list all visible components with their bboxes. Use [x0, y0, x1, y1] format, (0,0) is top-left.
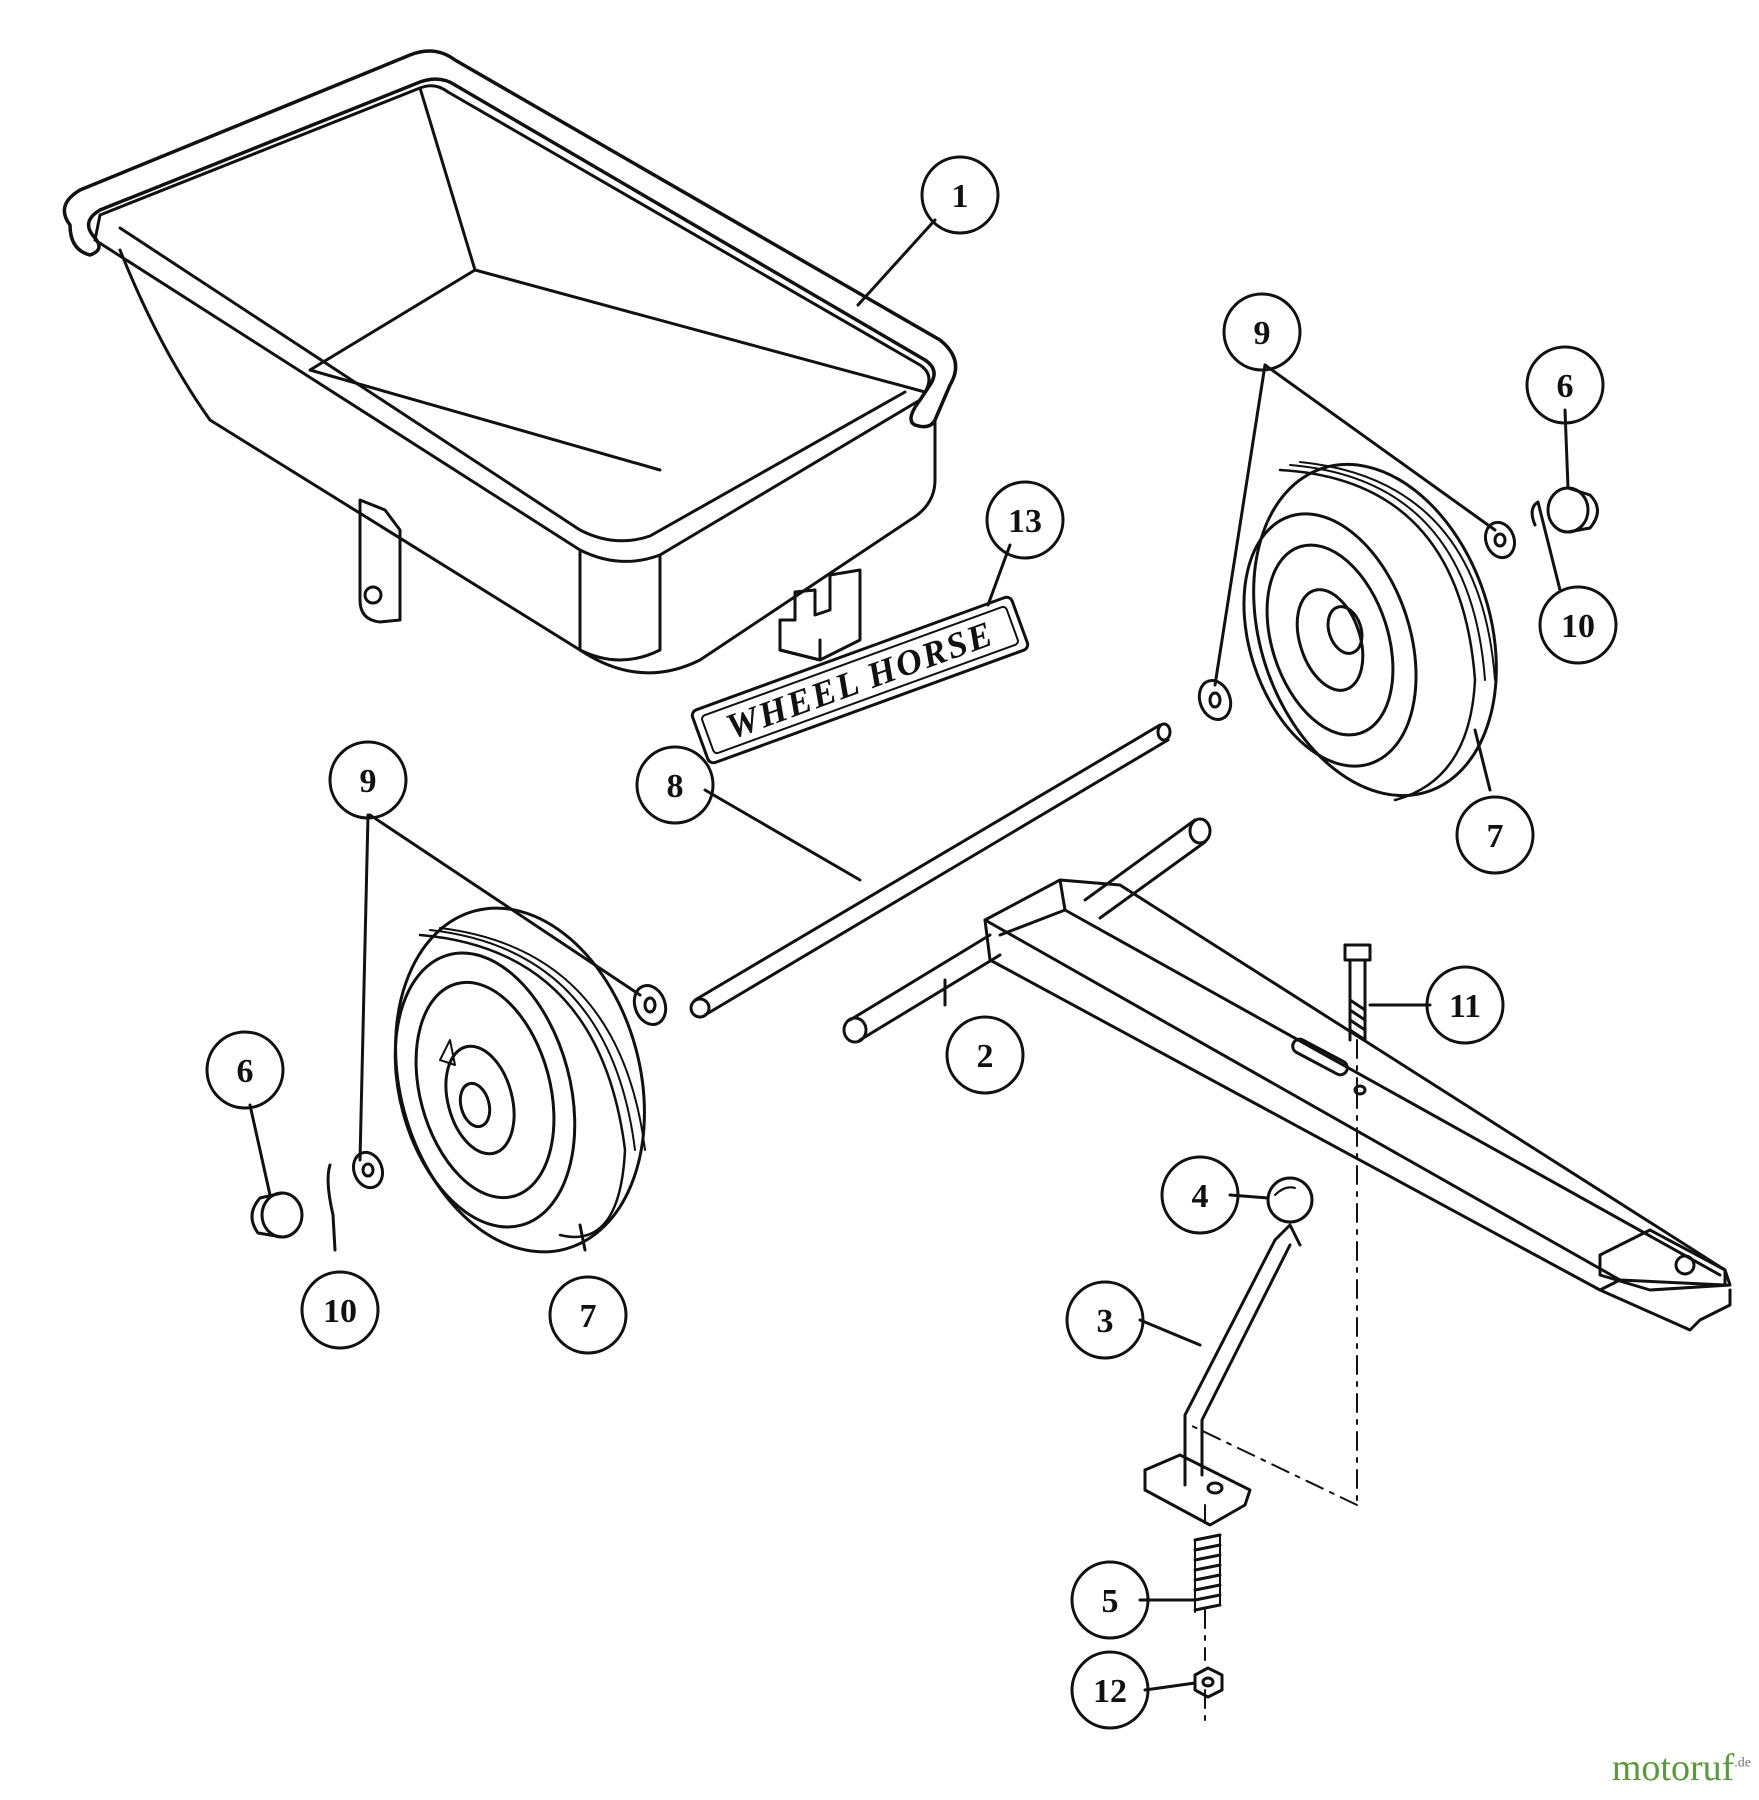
- hex-nut: [1193, 1666, 1224, 1699]
- callout-5: 5: [1102, 1583, 1119, 1620]
- callout-10-left: 10: [323, 1293, 357, 1330]
- callout-7-left: 7: [580, 1298, 597, 1335]
- callout-8: 8: [667, 768, 684, 805]
- callout-10-right: 10: [1561, 608, 1595, 645]
- callout-4: 4: [1192, 1178, 1209, 1215]
- tongue-frame: [842, 817, 1732, 1332]
- bolt: [1343, 943, 1372, 1042]
- watermark-logo: motoruf.de: [1611, 1747, 1751, 1789]
- callout-7-right: 7: [1487, 818, 1504, 855]
- left-wheel: [393, 906, 646, 1254]
- callout-2: 2: [977, 1038, 994, 1075]
- leader-lines: [248, 218, 1570, 1692]
- callout-12: 12: [1093, 1673, 1127, 1710]
- callout-1: 1: [952, 178, 969, 215]
- spacer-left: [250, 1191, 304, 1239]
- washer: [351, 1150, 385, 1190]
- callout-6-right: 6: [1557, 368, 1574, 405]
- callout-6-left: 6: [237, 1053, 254, 1090]
- callout-3: 3: [1097, 1303, 1114, 1340]
- callout-11: 11: [1449, 988, 1481, 1025]
- washer: [1483, 520, 1517, 560]
- callout-9-right: 9: [1254, 315, 1271, 352]
- assembly-lines: [1189, 1039, 1358, 1721]
- spring: [1193, 1533, 1222, 1613]
- wheel-horse-decal: [690, 595, 1030, 765]
- hitch-pin: [1143, 1223, 1302, 1527]
- right-wheel: [1242, 461, 1498, 802]
- dump-bed: [62, 49, 958, 675]
- callout-9-left: 9: [360, 763, 377, 800]
- spacer-right: [1546, 486, 1599, 534]
- cotter-pin-left: [326, 1163, 335, 1217]
- callout-13: 13: [1008, 503, 1042, 540]
- washer: [632, 984, 668, 1026]
- washer: [1197, 679, 1233, 721]
- callout-circles: [205, 155, 1618, 1730]
- cotter-pin-right: [1530, 500, 1547, 532]
- knob-ball: [1266, 1176, 1314, 1224]
- axle-rod: [689, 722, 1172, 1019]
